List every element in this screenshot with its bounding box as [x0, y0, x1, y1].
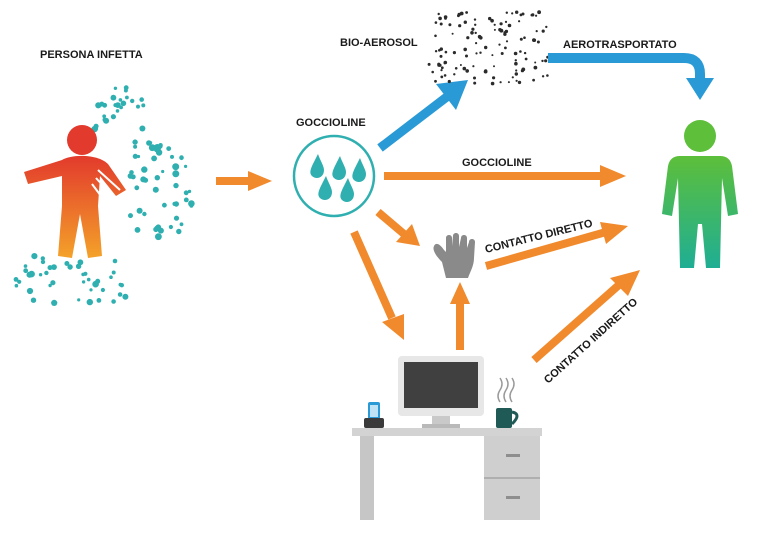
infected-spray-dots	[13, 85, 195, 306]
airborne-label: AEROTRASPORTATO	[563, 39, 677, 51]
arrow-droplets-to-healthy	[384, 165, 626, 187]
droplets-icon	[292, 134, 376, 218]
arrow-droplets-to-desk	[350, 230, 404, 340]
droplets-node-label: GOCCIOLINE	[296, 117, 366, 129]
arrow-infected-to-droplets	[216, 171, 272, 191]
droplets-edge-label: GOCCIOLINE	[462, 157, 532, 169]
arrow-aerosol-to-healthy	[548, 53, 714, 100]
coughing-person-icon	[24, 125, 126, 258]
arrow-desk-to-hand	[450, 282, 470, 350]
arrow-desk-to-healthy	[531, 270, 640, 363]
arrow-droplets-to-hand	[375, 208, 420, 246]
bioaerosol-label: BIO-AEROSOL	[340, 37, 418, 49]
healthy-person-icon	[662, 120, 738, 268]
arrow-hand-to-healthy	[484, 222, 628, 270]
desk-computer-icon	[352, 356, 542, 520]
aerosol-cloud-icon	[427, 10, 549, 86]
hand-icon	[433, 233, 475, 278]
arrow-droplets-to-aerosol	[377, 80, 468, 152]
infected-person-label: PERSONA INFETTA	[40, 49, 143, 61]
